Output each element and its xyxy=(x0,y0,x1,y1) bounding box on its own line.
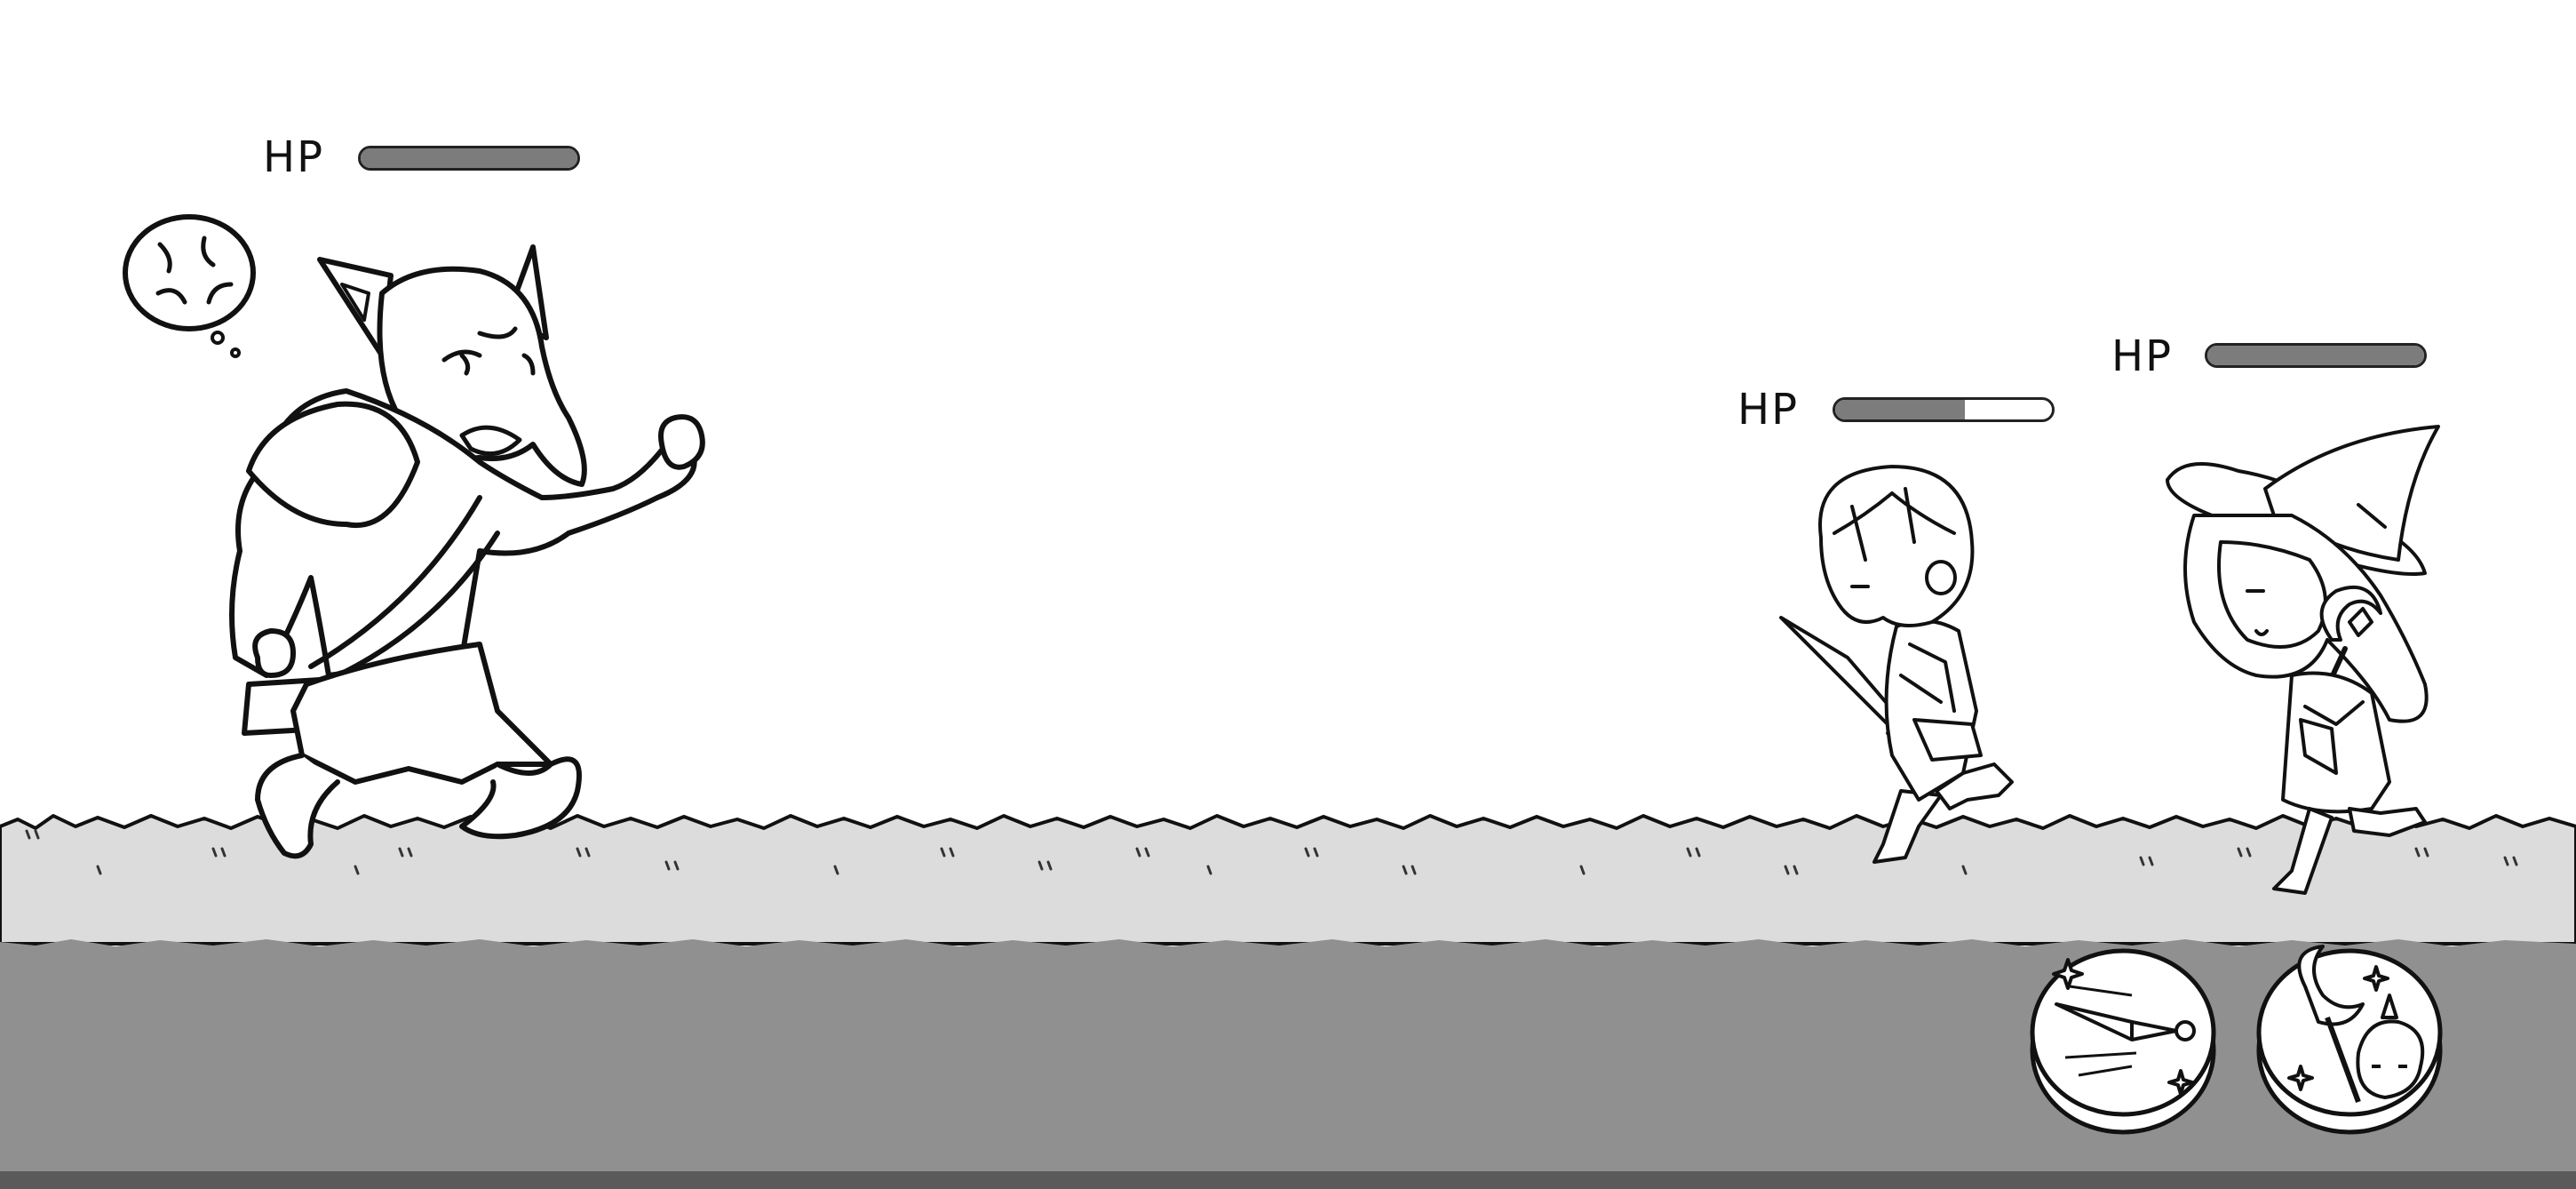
witch-moon-staff-icon xyxy=(2287,945,2425,1104)
knight-hp-label: HP xyxy=(1737,385,1800,435)
knight-hp-fill xyxy=(1835,400,1966,419)
witch-hp-bar xyxy=(2205,343,2427,368)
witch-hp-label: HP xyxy=(2111,331,2174,381)
knight-sword xyxy=(1779,616,1903,730)
sword-slash-icon xyxy=(2052,958,2196,1096)
sword-skill-button[interactable] xyxy=(2025,933,2221,1137)
goblin-hp-bar xyxy=(358,146,580,171)
grass-strip xyxy=(0,814,2576,946)
dirt-strip xyxy=(0,939,2576,1171)
goblin-hp-label: HP xyxy=(263,132,325,182)
bottom-bar xyxy=(0,1171,2576,1189)
goblin-hp-fill xyxy=(361,148,577,168)
witch-hp-fill xyxy=(2207,346,2424,365)
grass-tufts xyxy=(25,829,2518,875)
goblin-enemy[interactable] xyxy=(0,0,799,889)
witch-hero[interactable] xyxy=(2159,418,2514,915)
knight-hero[interactable] xyxy=(1768,453,2070,871)
knight-hp-bar xyxy=(1833,397,2055,422)
anger-bubble-icon xyxy=(123,214,256,358)
witch-skill-button[interactable] xyxy=(2252,933,2447,1137)
